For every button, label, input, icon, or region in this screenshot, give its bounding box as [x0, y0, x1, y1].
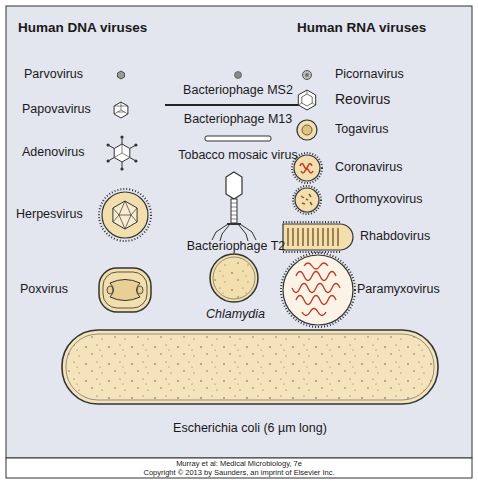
virus-name: Bacteriophage M13: [184, 113, 292, 127]
cell-name: Escherichia coli (6 µm long): [60, 422, 440, 436]
virus-name: Coronavirus: [335, 161, 402, 175]
virus-name: Togavirus: [335, 123, 389, 137]
citation-text: Murray et al: Medical Microbiology, 7e: [176, 460, 302, 468]
citation-frame: [6, 458, 472, 478]
chlamydia-cell: Chlamydia: [206, 252, 262, 324]
picornavirus-icon: [303, 71, 312, 80]
rhabdovirus-icon: [283, 222, 353, 252]
herpesvirus-icon: [99, 189, 151, 241]
m13-filament: [165, 104, 311, 106]
virus-name: Paramyxovirus: [357, 283, 440, 297]
citation-text: Copyright © 2013 by Saunders, an imprint…: [143, 469, 334, 477]
parvovirus-icon: [118, 71, 125, 79]
tmv-rod: [205, 136, 271, 141]
reovirus-icon: [298, 90, 315, 110]
orthomyxovirus-icon: [293, 186, 321, 214]
cell-name: Chlamydia: [206, 308, 262, 322]
ms2-icon: [235, 72, 242, 79]
t2-phage-icon: [212, 172, 256, 241]
column-heading: Human RNA viruses: [297, 21, 426, 36]
virus-name: Papovavirus: [22, 103, 91, 117]
virus-name: Orthomyxovirus: [335, 193, 423, 207]
virus-name: Tobacco mosaic virus: [178, 149, 298, 163]
togavirus-icon: [297, 120, 317, 140]
bacterium-cell: Escherichia coli (6 µm long): [60, 326, 440, 438]
virus-name: Bacteriophage T2: [187, 240, 285, 254]
adenovirus-icon: [107, 135, 138, 170]
virus-name: Bacteriophage MS2: [183, 84, 293, 98]
virus-name: Rhabdovirus: [360, 230, 430, 244]
virus-name: Adenovirus: [22, 146, 85, 160]
virus-name: Poxvirus: [20, 283, 68, 297]
papovavirus-icon: [114, 102, 128, 118]
virus-name: Parvovirus: [24, 68, 83, 82]
poxvirus-icon: [99, 268, 151, 312]
panel-frame: [6, 6, 472, 458]
virus-name: Reovirus: [335, 92, 390, 107]
virus-name: Herpesvirus: [16, 208, 83, 222]
virus-name: Picornavirus: [335, 68, 404, 82]
paramyxovirus-icon: [281, 253, 355, 327]
column-heading: Human DNA viruses: [18, 21, 147, 36]
